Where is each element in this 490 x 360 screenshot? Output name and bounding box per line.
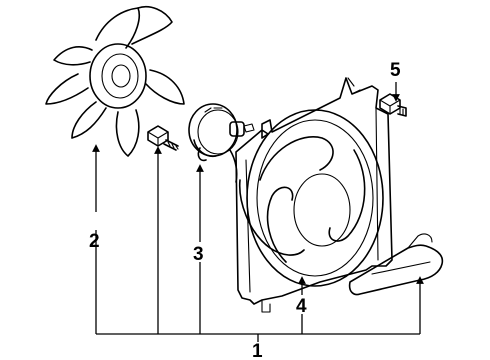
callout-4: 4 [296,296,307,317]
callout-1: 1 [252,341,263,360]
fan-shroud [235,77,393,313]
callout-5: 5 [390,60,401,81]
callout-2: 2 [89,231,100,252]
bolt-part-5 [379,93,407,117]
fan-blade [45,6,185,157]
callout-3: 3 [193,244,204,265]
bolt-center [147,125,179,151]
air-guide [348,233,444,296]
fan-motor [188,103,255,183]
leader-lines [92,82,424,342]
